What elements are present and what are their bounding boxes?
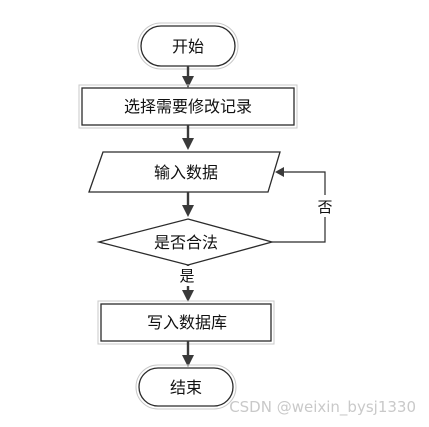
start-label: 开始 <box>172 37 204 56</box>
arrow-select-to-input <box>182 125 194 150</box>
input-data-node: 输入数据 <box>88 151 281 193</box>
is-legal-decision: 是否合法 <box>96 218 275 266</box>
arrow-decision-to-write: 是 <box>176 265 198 302</box>
no-label: 否 <box>317 198 332 216</box>
select-record-label: 选择需要修改记录 <box>124 97 252 116</box>
arrow-write-to-end <box>182 341 194 367</box>
select-record-node: 选择需要修改记录 <box>78 84 298 129</box>
no-loop-edge: 否 <box>272 167 336 243</box>
is-legal-label: 是否合法 <box>154 233 218 252</box>
yes-label: 是 <box>179 267 194 285</box>
end-node: 结束 <box>135 364 237 410</box>
arrow-input-to-decision <box>182 192 194 217</box>
arrow-start-to-select <box>182 66 194 88</box>
start-node: 开始 <box>137 22 239 70</box>
input-data-label: 输入数据 <box>154 163 218 182</box>
write-database-node: 写入数据库 <box>97 300 275 345</box>
csdn-watermark: CSDN @weixin_bysj1330 <box>229 398 416 417</box>
end-label: 结束 <box>170 378 202 397</box>
write-database-label: 写入数据库 <box>147 313 227 332</box>
